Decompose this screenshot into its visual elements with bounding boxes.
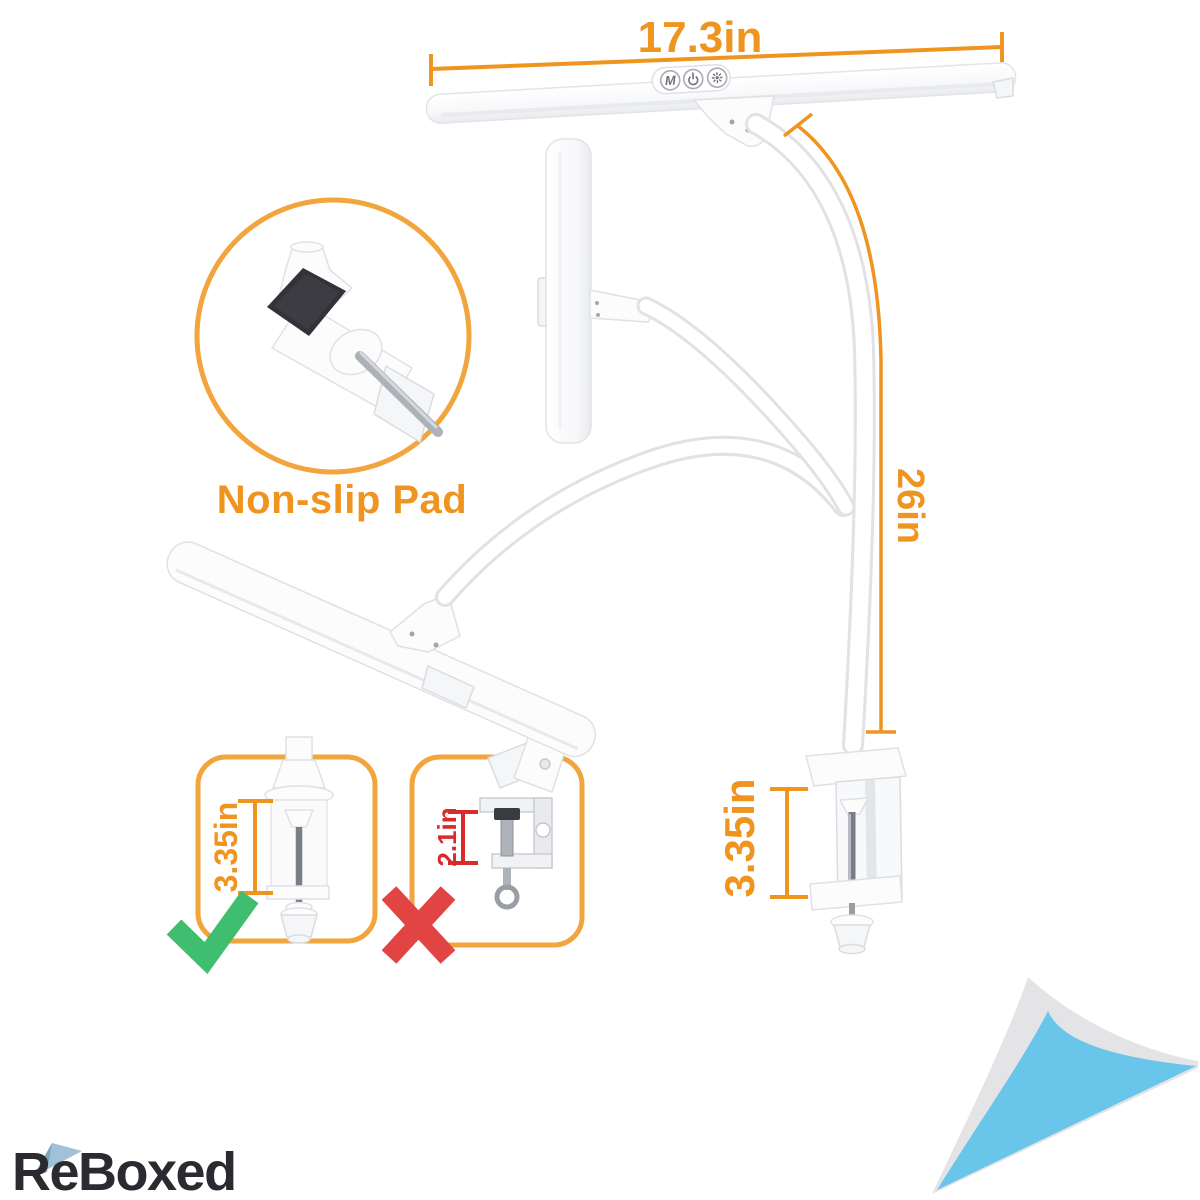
- bracket-screw-dot: [595, 301, 599, 305]
- bar-width-dimension: 17.3in: [429, 13, 1004, 86]
- non-slip-pad-inset: Non-slip Pad: [194, 197, 472, 522]
- corner-curl-graphic: [932, 977, 1198, 1194]
- main-clamp: [805, 747, 907, 955]
- bad-clamp-hole: [535, 822, 551, 838]
- logo-text: ReBoxed: [12, 1142, 236, 1200]
- lamp-view-angled: [166, 541, 597, 758]
- comparison-bad-card: 2.1in: [381, 737, 585, 964]
- angled-bar-edge: [175, 568, 579, 751]
- clamp-height-label: 3.35in: [716, 778, 763, 897]
- bracket-screw-dot: [596, 313, 600, 317]
- cross-icon: [381, 886, 456, 964]
- lamp-view-main: M: [425, 62, 1017, 148]
- brightness-icon: [711, 72, 723, 84]
- angled-bar-clip: [421, 665, 475, 709]
- good-clamp-washer: [284, 809, 314, 828]
- power-button: [682, 68, 704, 90]
- clamp-cone-washer: [839, 797, 869, 816]
- vertical-light-bar: [545, 138, 592, 444]
- arm-length-dimension: 26in: [782, 112, 931, 734]
- inset-clamp-funnel-cap: [290, 241, 324, 253]
- bracket-screw-dot: [433, 642, 439, 648]
- bad-clamp-bottom-bar: [491, 853, 553, 869]
- bad-clamp-lower-rod: [503, 868, 511, 890]
- comparison-good-card: 3.35in: [166, 736, 378, 974]
- brightness-button: [706, 67, 728, 88]
- angled-light-bar: [166, 541, 597, 758]
- clamp-bottom-arm: [809, 875, 903, 911]
- clamp-foot: [838, 943, 866, 955]
- bad-clamp-screw-head: [494, 808, 520, 820]
- bad-clamp-hook: [494, 884, 520, 910]
- good-clamp-neck: [285, 736, 313, 764]
- bracket-screw-dot: [729, 119, 735, 125]
- bad-clamp-dimension-label: 2.1in: [432, 807, 462, 866]
- mode-button-label: M: [664, 72, 677, 88]
- logo: ReBoxed: [12, 1142, 237, 1200]
- bracket-screw-dot: [409, 631, 415, 637]
- main-gooseneck: [745, 113, 876, 756]
- power-icon: [688, 72, 699, 86]
- clamp-height-dimension: 3.35in: [716, 778, 808, 899]
- good-clamp-foot: [287, 934, 311, 944]
- good-clamp-cone: [272, 759, 326, 789]
- good-clamp-dimension-label: 3.35in: [208, 802, 244, 893]
- bad-clamp-dimension: 2.1in: [432, 807, 478, 867]
- good-clamp-knob: [280, 914, 318, 938]
- check-icon: [166, 890, 259, 974]
- bad-clamp-hinge: [539, 758, 551, 770]
- bar-width-label: 17.3in: [638, 13, 763, 62]
- lamp-view-vertical: [537, 138, 653, 444]
- main-bar-end-hook: [992, 77, 1014, 99]
- clamp-top-cap: [805, 747, 907, 787]
- vertical-lamp-gooseneck: [636, 296, 856, 517]
- corner-curl-blue: [937, 1011, 1196, 1190]
- angled-bar-bracket: [389, 593, 461, 653]
- inset-clamp-rod-highlight: [359, 351, 438, 429]
- non-slip-pad-surface-sheen: [274, 274, 340, 330]
- angled-lamp-gooseneck: [435, 435, 853, 607]
- non-slip-pad-label: Non-slip Pad: [217, 478, 467, 522]
- good-clamp-bottom-arm: [266, 885, 330, 900]
- arm-length-label: 26in: [889, 468, 931, 544]
- clamp-knob: [833, 924, 871, 948]
- mode-button: M: [659, 70, 681, 91]
- logo-flag-shadow: [33, 1143, 52, 1177]
- inset-clamp-rod: [355, 351, 443, 437]
